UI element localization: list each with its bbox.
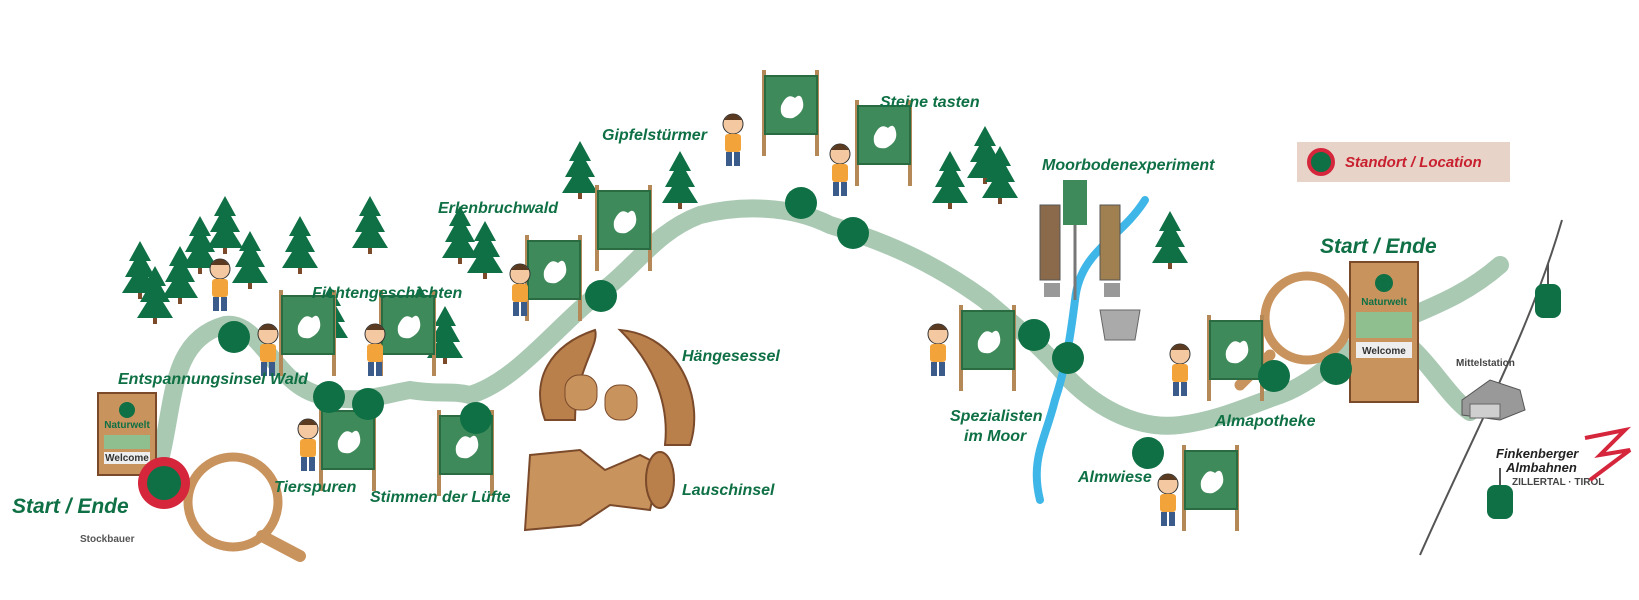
listening-island — [523, 448, 675, 532]
label-mittelstation: Mittelstation — [1456, 358, 1515, 369]
sign-welcome-left: Welcome — [105, 453, 149, 464]
labels: Start / Ende Stockbauer Entspannungsinse… — [12, 94, 1515, 545]
start-sign-right: Naturwelt Welcome — [1349, 261, 1419, 403]
current-location-marker[interactable] — [138, 457, 190, 509]
label-almwiese: Almwiese — [1077, 469, 1152, 486]
label-gipfelstuermer: Gipfelstürmer — [602, 127, 708, 144]
station-building — [1461, 379, 1526, 421]
brand-line2: Almbahnen — [1505, 460, 1577, 475]
station-marker[interactable] — [352, 388, 384, 420]
station-marker[interactable] — [1320, 353, 1352, 385]
station-marker[interactable] — [1052, 342, 1084, 374]
sign-brand-left: Naturwelt — [104, 420, 150, 431]
sign-welcome-right: Welcome — [1362, 346, 1406, 357]
station-marker[interactable] — [1018, 319, 1050, 351]
label-spezialisten-2: im Moor — [964, 428, 1027, 445]
cable-car — [1419, 219, 1563, 556]
label-stimmen: Stimmen der Lüfte — [370, 489, 511, 506]
legend-text: Standort / Location — [1345, 153, 1482, 171]
brand-line1: Finkenberger — [1496, 446, 1579, 461]
label-haengesessel: Hängesessel — [682, 348, 780, 365]
label-start-right: Start / Ende — [1320, 235, 1437, 258]
brand-logo: Finkenberger Almbahnen ZILLERTAL · TIROL — [1496, 426, 1632, 488]
label-stockbauer: Stockbauer — [80, 534, 135, 545]
moor-experiment — [1039, 180, 1141, 341]
magnifier-left — [183, 452, 306, 562]
label-almapotheke: Almapotheke — [1214, 413, 1316, 430]
label-start-left: Start / Ende — [12, 495, 129, 518]
label-erlenbruchwald: Erlenbruchwald — [438, 200, 559, 217]
station-marker[interactable] — [460, 402, 492, 434]
label-spezialisten-1: Spezialisten — [950, 408, 1043, 425]
station-marker[interactable] — [1132, 437, 1164, 469]
legend-location-icon — [1307, 148, 1335, 176]
label-entspannungsinsel: Entspannungsinsel Wald — [118, 371, 309, 388]
label-steine-tasten: Steine tasten — [880, 94, 980, 111]
station-marker[interactable] — [218, 321, 250, 353]
brand-mark — [1584, 426, 1632, 482]
station-marker[interactable] — [837, 217, 869, 249]
brand-line3: ZILLERTAL · TIROL — [1512, 477, 1604, 488]
station-markers — [218, 187, 1352, 469]
label-tierspuren: Tierspuren — [274, 479, 357, 496]
label-moorbodenexperiment: Moorbodenexperiment — [1042, 157, 1215, 174]
legend: Standort / Location — [1297, 142, 1510, 182]
station-marker[interactable] — [585, 280, 617, 312]
label-lauschinsel: Lauschinsel — [682, 482, 775, 499]
start-sign-left: Naturwelt Welcome — [97, 392, 157, 476]
station-marker[interactable] — [313, 381, 345, 413]
station-marker[interactable] — [1258, 360, 1290, 392]
label-fichtengeschichten: Fichtengeschichten — [312, 285, 462, 302]
gondola-top — [1535, 284, 1561, 318]
swing-structure — [539, 328, 696, 446]
gondola-bottom — [1487, 485, 1513, 519]
station-marker[interactable] — [785, 187, 817, 219]
sign-brand-right: Naturwelt — [1361, 297, 1407, 308]
